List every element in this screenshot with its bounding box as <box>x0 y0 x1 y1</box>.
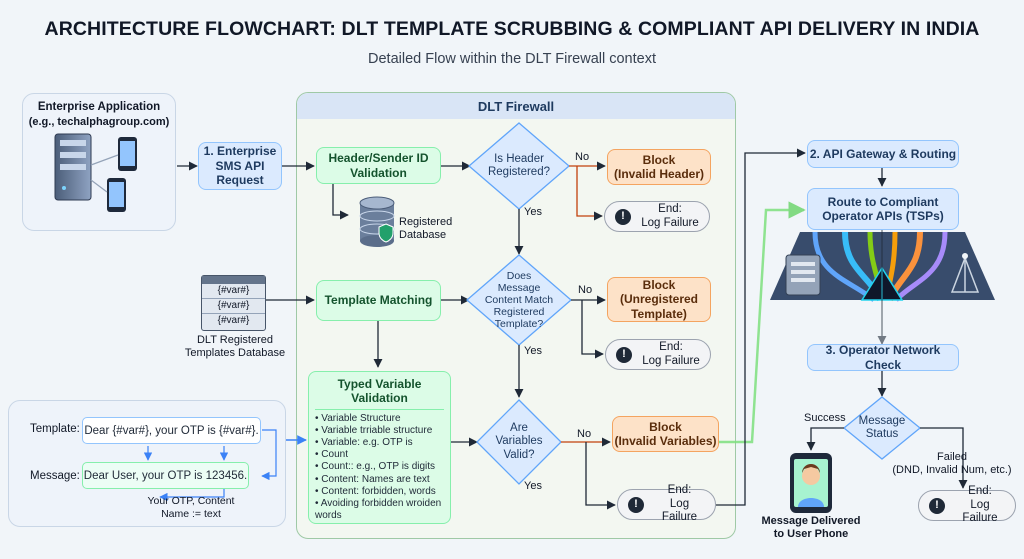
typed-validation-list: Variable Structure Variable trriable str… <box>315 413 444 523</box>
template-example-text: Dear {#var#}, your OTP is {#var#}. <box>82 417 261 444</box>
edge-no-1: No <box>575 151 590 163</box>
list-item: Content: forbidden, words <box>315 486 444 498</box>
decision-template-diamond <box>466 254 572 346</box>
typed-validation-title: Typed Variable Validation <box>315 377 444 410</box>
end-log-failure-2[interactable]: !End: Log Failure <box>605 339 711 370</box>
server-icon <box>54 133 92 201</box>
edge-yes-2: Yes <box>524 345 542 357</box>
message-example-label: Message: <box>30 470 80 482</box>
enterprise-title: Enterprise Application <box>37 101 161 113</box>
header-validation-box[interactable]: Header/Sender ID Validation <box>316 147 441 184</box>
enterprise-domain: (e.g., techalphagroup.com) <box>28 116 170 128</box>
api-gateway-box[interactable]: 2. API Gateway & Routing <box>807 140 959 168</box>
edge-no-2: No <box>578 284 593 296</box>
page-title: ARCHITECTURE FLOWCHART: DLT TEMPLATE SCR… <box>44 18 980 40</box>
alert-icon: ! <box>929 497 945 514</box>
end-log-failure-4[interactable]: !End: Log Failure <box>918 485 1016 524</box>
templates-database-icon: {#var#} {#var#} {#var#} <box>201 275 266 331</box>
decision-header-diamond <box>468 122 570 210</box>
list-item: Variable: e.g. OTP is <box>315 437 444 449</box>
edge-no-3: No <box>577 428 592 440</box>
database-icon <box>359 196 395 247</box>
template-row: {#var#} <box>202 299 265 314</box>
edge-yes-3: Yes <box>524 480 542 492</box>
template-row: {#var#} <box>202 284 265 299</box>
block-invalid-variables-box[interactable]: Block (Invalid Variables) <box>612 416 719 452</box>
end-log-failure-1[interactable]: !End: Log Failure <box>604 201 710 232</box>
route-operator-apis-box[interactable]: Route to Compliant Operator APIs (TSPs) <box>807 188 959 230</box>
list-item: Avoiding forbidden wroiden words <box>315 498 444 522</box>
list-item: Variable Structure <box>315 413 444 425</box>
decision-variables-diamond <box>476 399 562 485</box>
edge-failed: Failed (DND, Invalid Num, etc.) <box>892 451 1012 477</box>
message-delivered-label: Message Delivered to User Phone <box>761 515 861 541</box>
list-item: Count:: e.g., OTP is digits <box>315 461 444 473</box>
edge-success: Success <box>804 412 846 424</box>
edge-yes-1: Yes <box>524 206 542 218</box>
template-example-label: Template: <box>30 423 80 435</box>
registered-database-label: Registered Database <box>399 216 453 242</box>
decision-status-diamond <box>842 396 922 460</box>
templates-database-label: DLT Registered Templates Database <box>184 334 286 360</box>
template-row: {#var#} <box>217 315 250 326</box>
message-example-text: Dear User, your OTP is 123456. <box>82 462 249 489</box>
typed-validation-box[interactable]: Typed Variable Validation Variable Struc… <box>308 371 451 524</box>
firewall-header: DLT Firewall <box>297 93 735 119</box>
example-caption: Your OTP, Content Name := text <box>147 495 235 520</box>
end-log-failure-3[interactable]: !End: Log Failure <box>617 484 716 523</box>
sms-api-request-box[interactable]: 1. Enterprise SMS API Request <box>198 142 282 190</box>
alert-icon: ! <box>615 208 631 225</box>
user-phone-icon <box>790 453 832 513</box>
phone-icon <box>107 137 137 212</box>
list-item: Content: Names are text <box>315 474 444 486</box>
template-matching-box[interactable]: Template Matching <box>316 280 441 321</box>
operator-network-check-box[interactable]: 3. Operator Network Check <box>807 343 959 372</box>
block-unregistered-template-box[interactable]: Block (Unregistered Template) <box>607 277 711 322</box>
list-item: Variable trriable structure <box>315 425 444 437</box>
page-subtitle: Detailed Flow within the DLT Firewall co… <box>368 51 656 67</box>
alert-icon: ! <box>616 346 632 363</box>
block-invalid-header-box[interactable]: Block (Invalid Header) <box>607 149 711 185</box>
list-item: Count <box>315 449 444 461</box>
alert-icon: ! <box>628 496 644 513</box>
